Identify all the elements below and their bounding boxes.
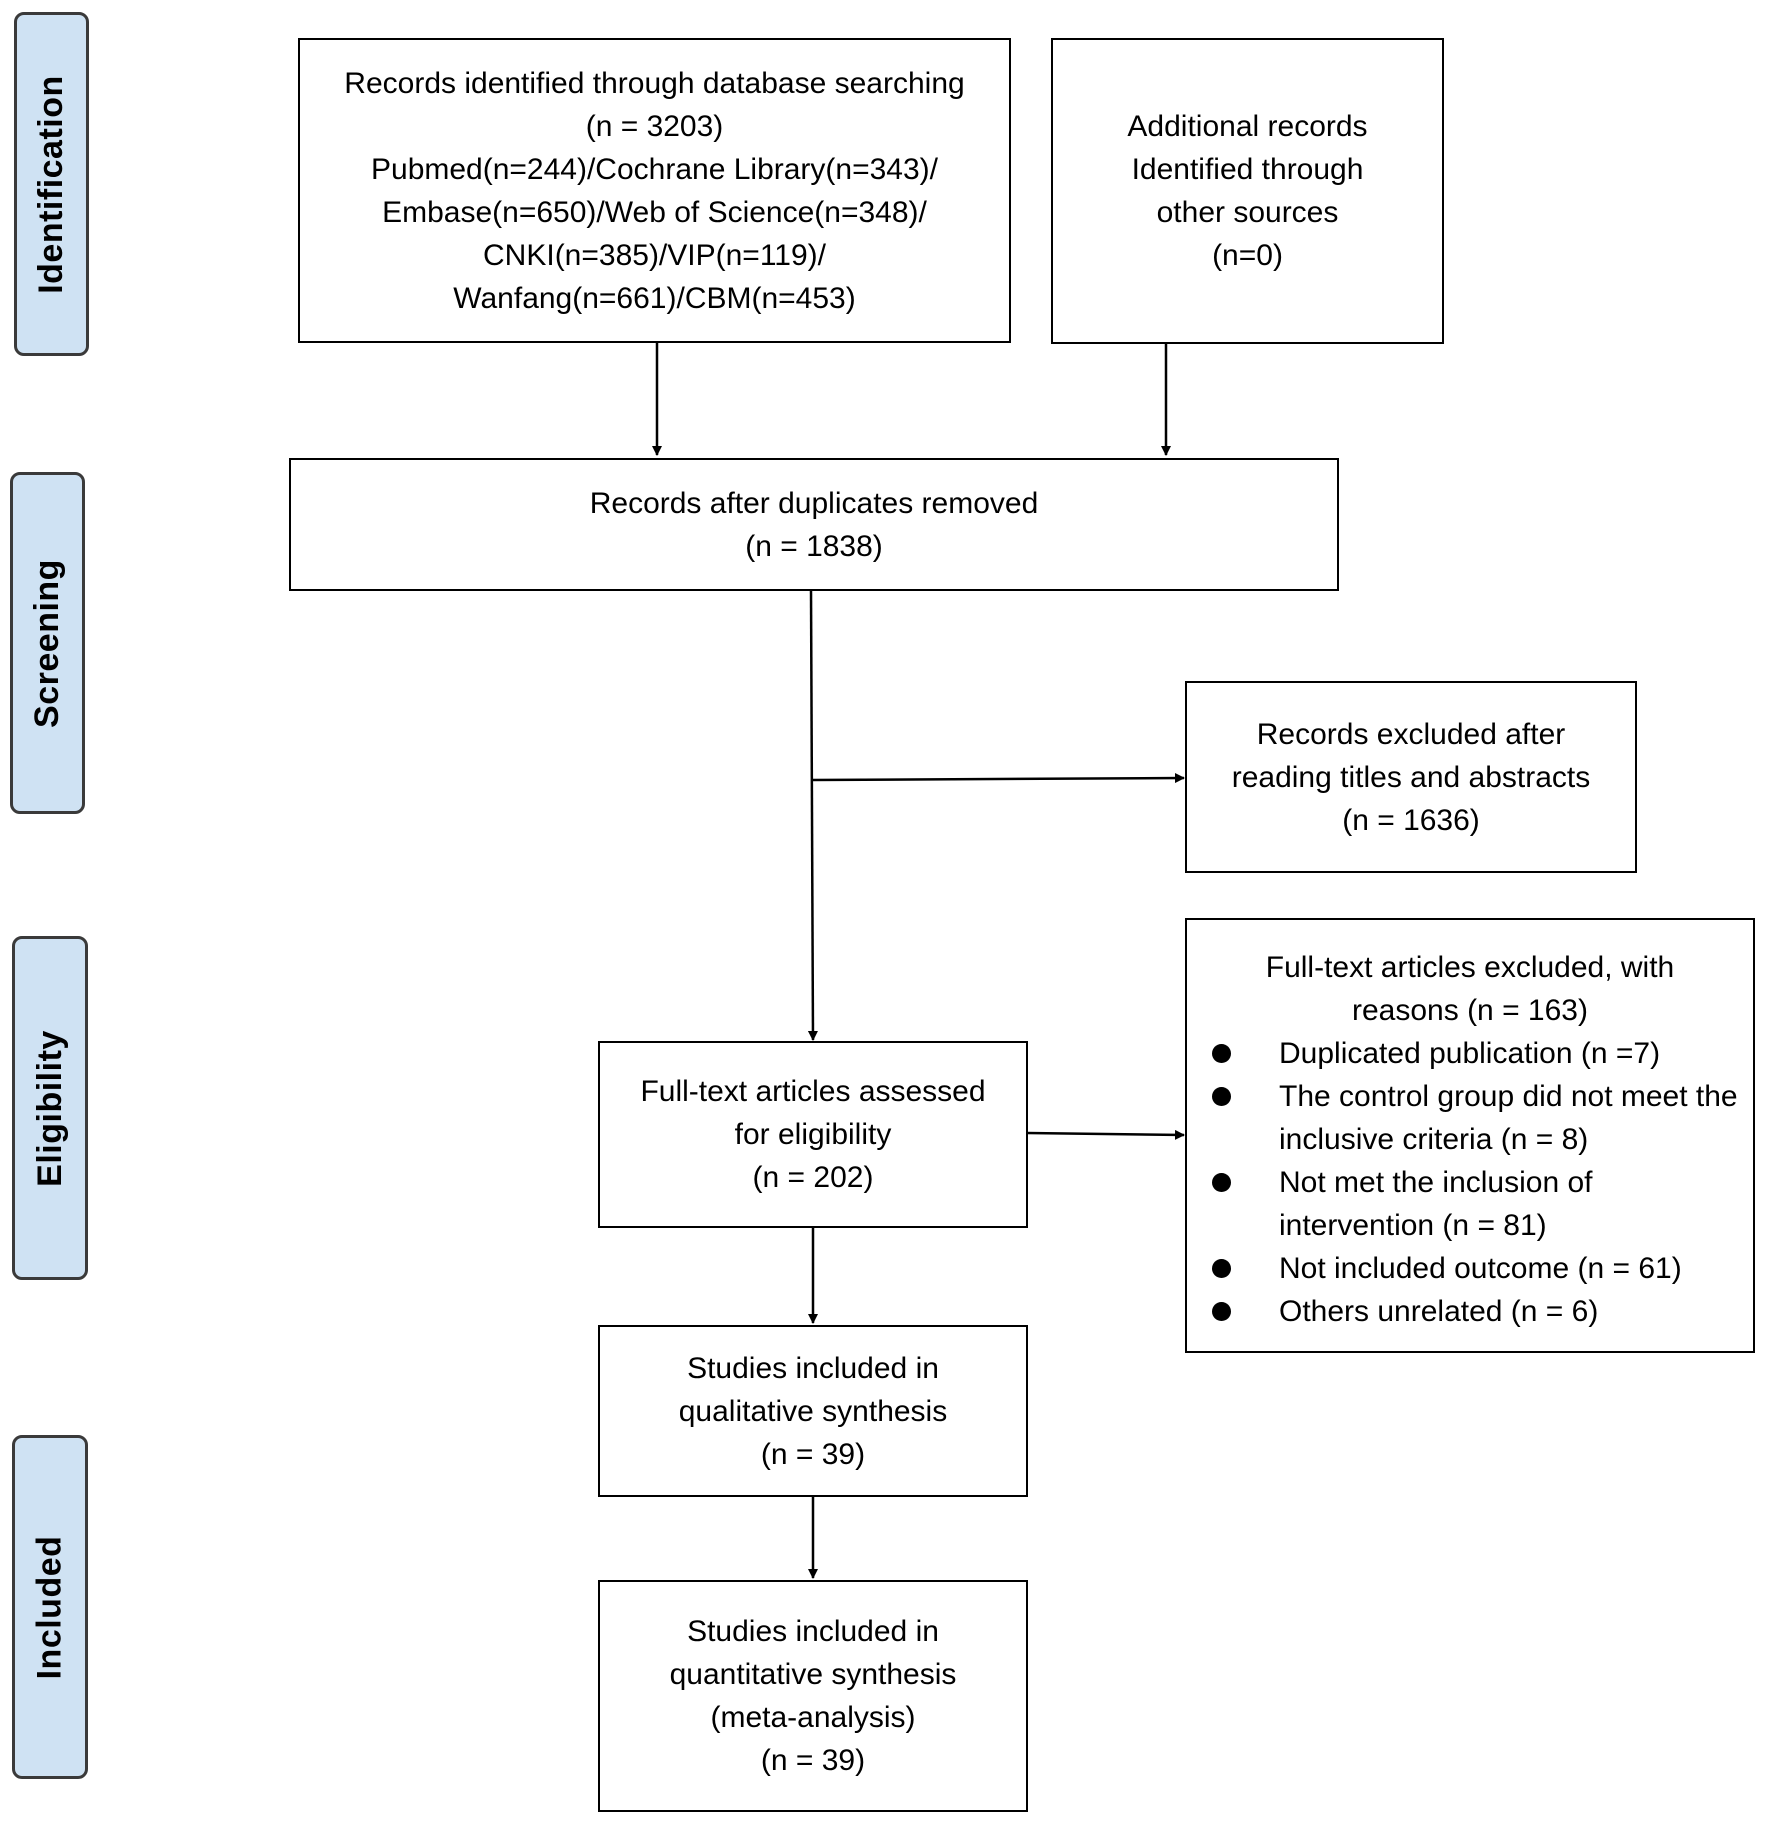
box-line: (n = 3203) [585,109,724,143]
stage-eligibility-label: Eligibility [30,1029,69,1187]
stage-eligibility: Eligibility [12,936,88,1280]
box-line: Studies included in [687,1615,939,1648]
box-line: (n = 39) [760,1437,866,1471]
fulltext-excluded-heading: Full-text articles excluded, with reason… [1187,946,1753,1032]
arrow-dedup-to-fulltext [807,589,818,1041]
box-line: Studies included in [687,1351,939,1385]
fulltext-excluded-box: Full-text articles excluded, with reason… [1185,918,1755,1353]
qualitative-synthesis-box: Studies included in qualitative synthesi… [598,1325,1028,1497]
stage-identification: Identification [14,12,89,356]
exclusion-reason: The control group did not meet the inclu… [1187,1075,1753,1161]
box-line: (meta-analysis) [710,1701,916,1734]
box-line: (n = 39) [760,1744,866,1777]
box-line: Records after duplicates removed [589,486,1039,520]
box-line: reading titles and abstracts [1231,760,1591,794]
stage-identification-label: Identification [32,74,70,294]
exclusion-reason: Not included outcome (n = 61) [1187,1247,1753,1290]
box-line: qualitative synthesis [678,1394,948,1428]
box-line: Pubmed(n=244)/Cochrane Library(n=343)/ [371,152,938,186]
box-line: for eligibility [734,1118,892,1151]
exclusion-reason: Others unrelated (n = 6) [1187,1290,1753,1333]
box-line: reasons (n = 163) [1352,994,1588,1027]
stage-screening-label: Screening [28,558,67,728]
box-line: Full-text articles excluded, with [1265,951,1675,984]
stage-included: Included [12,1435,88,1779]
box-line: (n = 1636) [1342,803,1480,837]
exclusion-reasons-list: Duplicated publication (n =7) The contro… [1187,1032,1753,1333]
box-line: CNKI(n=385)/VIP(n=119)/ [483,238,826,272]
box-line: Records excluded after [1256,717,1566,751]
fulltext-assessed-box: Full-text articles assessed for eligibil… [598,1041,1028,1228]
quantitative-synthesis-box: Studies included in quantitative synthes… [598,1580,1028,1812]
box-line: other sources [1156,196,1339,229]
additional-records-box: Additional records Identified through ot… [1051,38,1444,344]
box-line: quantitative synthesis [669,1658,957,1691]
arrow-to-fulltext-excluded [1026,1129,1185,1140]
database-records-box: Records identified through database sear… [298,38,1011,343]
exclusion-reason: Not met the inclusion of intervention (n… [1187,1161,1753,1247]
exclusion-reason: Duplicated publication (n =7) [1187,1032,1753,1075]
box-line: Wanfang(n=661)/CBM(n=453) [453,281,856,315]
stage-included-label: Included [30,1535,69,1679]
excluded-titles-box: Records excluded after reading titles an… [1185,681,1637,873]
deduplicated-records-box: Records after duplicates removed (n = 18… [289,458,1339,591]
box-line: Full-text articles assessed [640,1075,986,1108]
box-line: Records identified through database sear… [344,66,965,100]
box-line: Embase(n=650)/Web of Science(n=348)/ [382,195,927,229]
box-line: (n = 202) [752,1161,874,1194]
box-line: Additional records [1127,110,1368,143]
box-line: Identified through [1131,153,1364,186]
box-line: (n=0) [1212,239,1283,272]
stage-screening: Screening [10,472,85,814]
arrow-to-excluded-titles [810,773,1185,784]
box-line: (n = 1838) [745,529,883,563]
